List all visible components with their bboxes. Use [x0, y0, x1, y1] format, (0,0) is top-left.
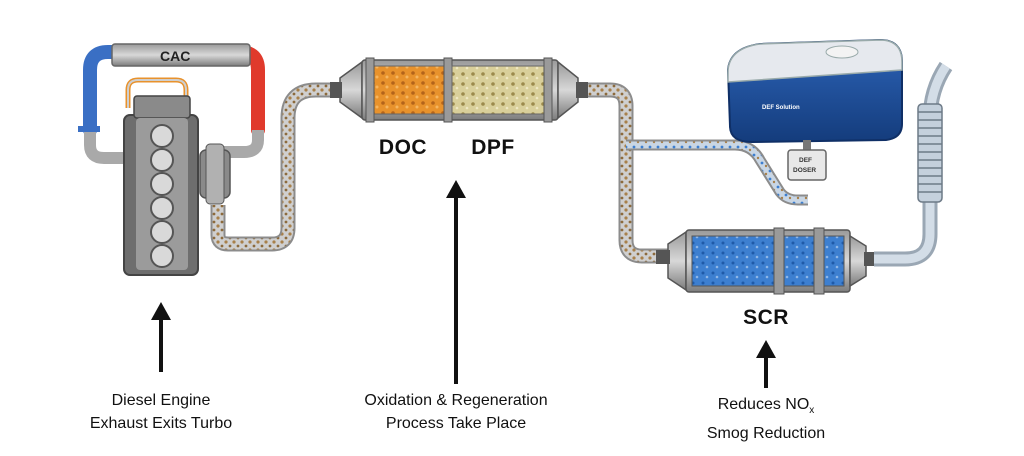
dpf-element [451, 65, 545, 115]
arrow-dpf [446, 180, 466, 384]
scr-caption-line1-sub: x [809, 405, 815, 417]
scr-canister [656, 227, 874, 295]
engine-caption-line2: Exhaust Exits Turbo [89, 415, 233, 432]
def-tank: DEF Solution [726, 38, 903, 144]
scr-caption-line1-main: Reduces NO [717, 396, 810, 413]
engine-cylinders [150, 124, 174, 268]
scr-element-3 [823, 235, 845, 287]
def-tank-label: DEF Solution [762, 105, 800, 111]
hot-return-pipe [220, 130, 264, 158]
scr-caption-line2: Smog Reduction [706, 425, 826, 443]
engine-caption-line1: Diesel Engine [111, 392, 211, 409]
tailpipe-muffler [917, 103, 943, 203]
cac-label: CAC [160, 48, 190, 64]
scr-element-2 [783, 235, 815, 287]
def-doser: DEF DOSER [787, 140, 827, 181]
scr-label: SCR [743, 306, 789, 329]
arrow-scr [756, 340, 776, 388]
scr-element-1 [691, 235, 775, 287]
def-doser-label-line1: DEF [799, 157, 812, 164]
charge-air-cooler: CAC [78, 43, 265, 164]
doc-dpf-canister [330, 57, 588, 123]
engine-caption: Diesel Engine Exhaust Exits Turbo [50, 389, 272, 435]
dpf-caption: Oxidation & Regeneration Process Take Pl… [322, 389, 590, 435]
doc-element [371, 65, 445, 115]
arrow-engine [151, 302, 171, 372]
dpf-caption-line2: Process Take Place [385, 415, 527, 432]
dpf-caption-line1: Oxidation & Regeneration [364, 392, 548, 409]
scr-caption: Reduces NOx Smog Reduction [664, 393, 868, 445]
doc-label: DOC [378, 136, 428, 159]
dpf-label: DPF [471, 136, 515, 159]
diesel-engine [123, 95, 231, 276]
cold-air-pipe [83, 45, 137, 137]
exhaust-pipe-turbo-to-doc [210, 82, 340, 252]
inlet-cone [339, 60, 363, 120]
intake-return-pipe [84, 130, 128, 164]
cac-core [111, 43, 251, 67]
def-doser-label-line2: DOSER [793, 167, 816, 174]
scr-caption-line1: Reduces NOx [664, 393, 868, 422]
outlet-cone [557, 60, 579, 120]
